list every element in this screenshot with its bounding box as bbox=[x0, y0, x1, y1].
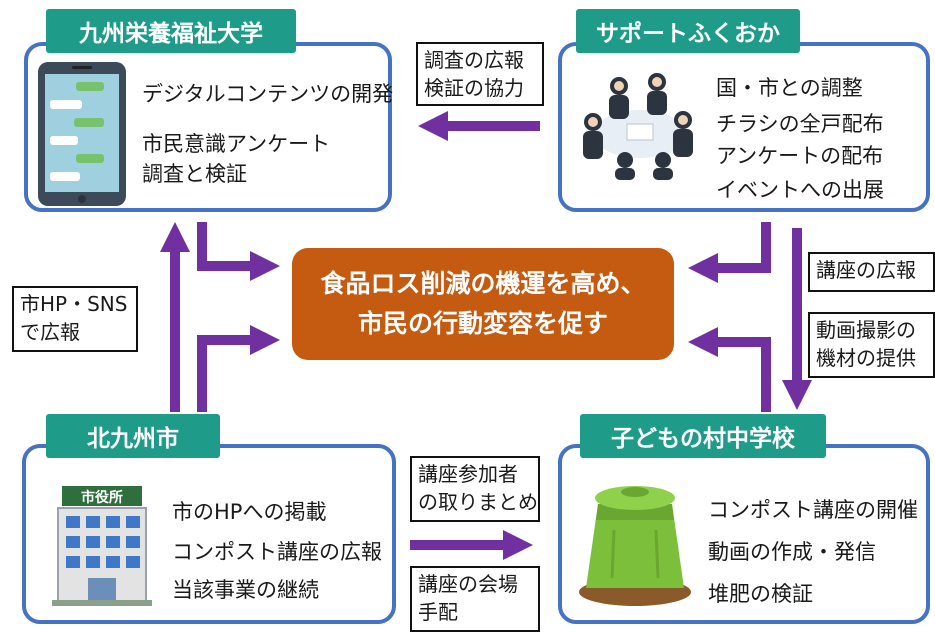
note-line: 講座の広報 bbox=[816, 258, 916, 282]
arrow-kyushu-to-center bbox=[197, 222, 280, 281]
kyushu-item: デジタルコンテンツの開発 bbox=[142, 82, 394, 106]
support-item: イベントへの出展 bbox=[716, 178, 884, 202]
note-course-pr: 講座の広報 bbox=[808, 252, 935, 292]
note-city-pr: 市HP・SNS で広報 bbox=[12, 286, 138, 352]
note-line: で広報 bbox=[20, 320, 80, 344]
note-participants: 講座参加者 の取りまとめ bbox=[410, 456, 540, 522]
support-item: 国・市との調整 bbox=[716, 76, 863, 100]
note-line: 検証の協力 bbox=[424, 76, 524, 100]
kitakyushu-city-title: 北九州市 bbox=[46, 414, 220, 458]
school-item: 堆肥の検証 bbox=[708, 582, 813, 606]
kodomo-school-title: 子どもの村中学校 bbox=[580, 414, 826, 458]
school-item: 動画の作成・発信 bbox=[708, 540, 876, 564]
kyushu-item: 調査と検証 bbox=[142, 162, 247, 186]
arrow-support-to-center bbox=[688, 222, 771, 283]
arrow-school-to-center bbox=[688, 327, 771, 412]
city-hall-sign: 市役所 bbox=[81, 490, 123, 506]
meeting-people-icon bbox=[583, 73, 693, 180]
note-survey-pr: 調査の広報 検証の協力 bbox=[416, 42, 544, 106]
note-line: 手配 bbox=[418, 600, 458, 624]
kyushu-university-title: 九州栄養福祉大学 bbox=[46, 9, 296, 53]
city-item: コンポスト講座の広報 bbox=[172, 540, 382, 564]
note-line: 講座の会場 bbox=[418, 572, 518, 596]
note-line: 動画撮影の bbox=[816, 318, 916, 342]
central-goal-line: 食品ロス削減の機運を高め、 bbox=[320, 269, 646, 298]
compost-bin-icon bbox=[579, 486, 691, 606]
support-item: アンケートの配布 bbox=[716, 144, 884, 168]
note-line: 調査の広報 bbox=[424, 48, 524, 72]
school-item: コンポスト講座の開催 bbox=[708, 498, 918, 522]
note-line: 市HP・SNS bbox=[20, 292, 128, 316]
note-venue: 講座の会場 手配 bbox=[410, 566, 540, 632]
note-line: 講座参加者 bbox=[418, 462, 518, 486]
support-item: チラシの全戸配布 bbox=[716, 112, 884, 136]
central-goal-line: 市民の行動変容を促す bbox=[357, 309, 608, 338]
note-line: 機材の提供 bbox=[816, 346, 916, 370]
support-fukuoka-title: サポートふくおか bbox=[576, 9, 800, 53]
note-video-equipment: 動画撮影の 機材の提供 bbox=[808, 312, 935, 378]
kyushu-item: 市民意識アンケート bbox=[142, 132, 331, 156]
city-item: 当該事業の継続 bbox=[172, 578, 319, 602]
smartphone-icon bbox=[38, 62, 126, 206]
central-goal: 食品ロス削減の機運を高め、 市民の行動変容を促す bbox=[292, 248, 674, 360]
city-item: 市のHPへの掲載 bbox=[172, 500, 327, 524]
city-hall-building-icon bbox=[52, 486, 152, 606]
note-line: の取りまとめ bbox=[418, 490, 538, 514]
arrow-city-to-center bbox=[197, 325, 280, 412]
